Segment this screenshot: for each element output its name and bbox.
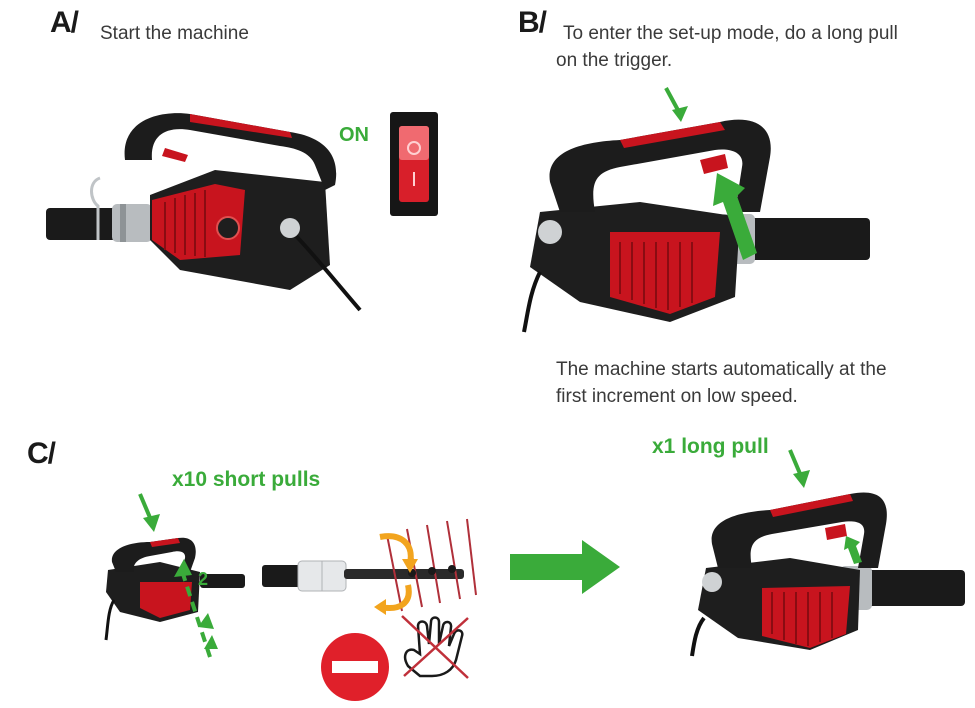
power-switch-icon: [390, 112, 438, 216]
step-c-letter: C/: [27, 437, 56, 470]
machine-c-small-illustration: [104, 537, 245, 641]
step-b-result-line1: The machine starts automatically at the: [556, 359, 887, 380]
press-down-arrow-icon: [664, 87, 688, 122]
short-pulls-label: x10 short pulls: [172, 468, 321, 491]
step-b-caption-line2: on the trigger.: [556, 50, 673, 71]
step-b-result-line2: first increment on low speed.: [556, 386, 798, 407]
machine-a-illustration: [46, 113, 362, 312]
prohibited-icon: [321, 633, 389, 701]
long-pull-label: x1 long pull: [652, 435, 769, 458]
machine-c-large-illustration: [690, 492, 965, 657]
next-step-arrow-icon: [510, 540, 620, 594]
machine-b-illustration: [522, 119, 870, 333]
crossed-hand-icon: [401, 615, 469, 679]
step-b-caption-line1: To enter the set-up mode, do a long pull: [563, 23, 898, 44]
switch-on-label: ON: [339, 124, 369, 146]
long-pull-down-arrow-icon: [788, 449, 810, 488]
step-a-letter: A/: [50, 6, 79, 39]
pull-up-arrow-icon: [713, 173, 757, 260]
trigger-count-number: 2: [198, 569, 209, 589]
tube-rotation-illustration: [262, 518, 477, 615]
step-b-letter: B/: [518, 6, 547, 39]
short-pull-dashed-arrow-icon: [174, 559, 218, 658]
long-pull-up-arrow-icon: [844, 536, 862, 564]
step-a-caption: Start the machine: [100, 23, 249, 44]
short-pull-down-arrow-icon: [138, 493, 160, 532]
